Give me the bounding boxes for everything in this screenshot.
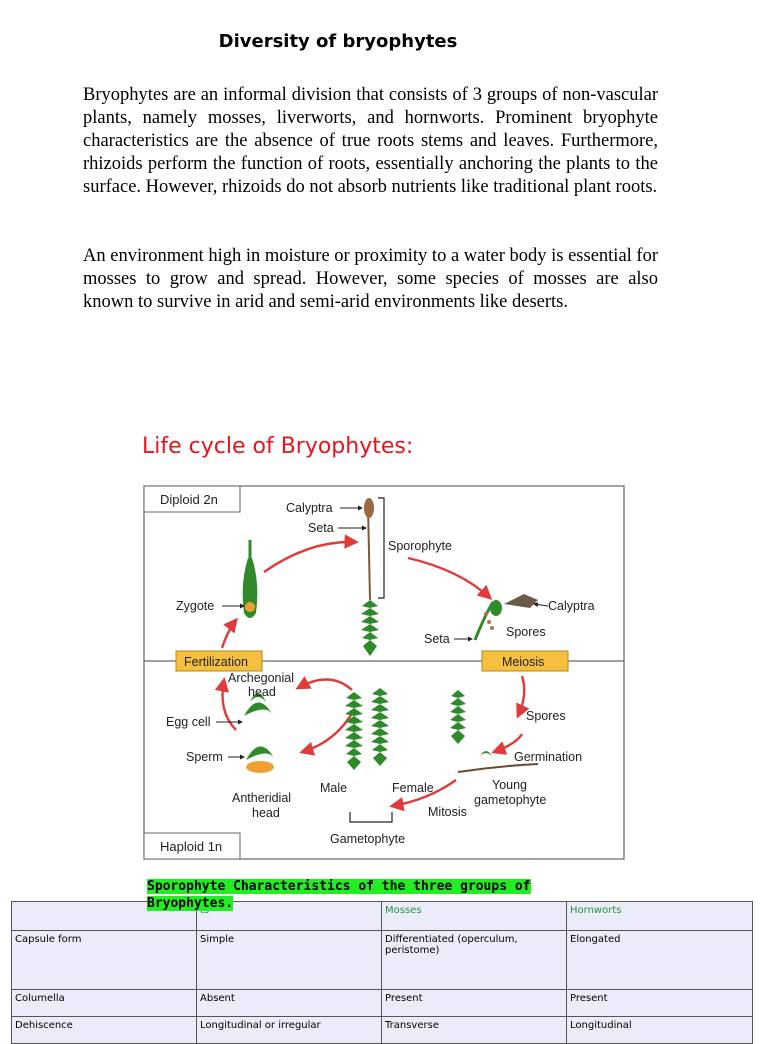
egg-cell-label: Egg cell (166, 715, 210, 729)
seta-right-label: Seta (424, 632, 450, 646)
table-row: Columella Absent Present Present (12, 990, 753, 1017)
table-row: Dehiscence Longitudinal or irregular Tra… (12, 1017, 753, 1044)
female-label: Female (392, 781, 434, 795)
sporophyte-label: Sporophyte (388, 539, 452, 553)
antheridial-label-2: head (252, 806, 280, 820)
sperm-label: Sperm (186, 750, 223, 764)
young-label-2: gametophyte (474, 793, 546, 807)
table-cell: Present (567, 990, 753, 1017)
document-title: Diversity of bryophytes (0, 31, 676, 52)
antheridial-detail (246, 761, 274, 773)
spores-top-label: Spores (506, 625, 546, 639)
life-cycle-diagram: Diploid 2n Haploid 1n Fertilization Meio… (140, 480, 630, 865)
sporophyte-heading: Sporophyte Characteristics of the three … (147, 878, 554, 912)
table-cell: Present (382, 990, 567, 1017)
calyptra-top-label: Calyptra (286, 501, 333, 515)
spores-mid-label: Spores (526, 709, 566, 723)
haploid-label: Haploid 1n (160, 839, 222, 854)
table-row: Capsule form Simple Differentiated (oper… (12, 931, 753, 990)
table-cell: Dehiscence (12, 1017, 197, 1044)
table-cell: Columella (12, 990, 197, 1017)
fertilization-label: Fertilization (184, 655, 248, 669)
archegonial-label-2: head (248, 685, 276, 699)
life-cycle-heading: Life cycle of Bryophytes: (142, 434, 413, 459)
table-cell: Elongated (567, 931, 753, 990)
male-label: Male (320, 781, 347, 795)
table-cell: Longitudinal (567, 1017, 753, 1044)
table-cell: Absent (197, 990, 382, 1017)
young-label-1: Young (492, 778, 527, 792)
seta-top-label: Seta (308, 521, 334, 535)
table-cell: Longitudinal or irregular (197, 1017, 382, 1044)
diploid-label: Diploid 2n (160, 492, 218, 507)
habitat-paragraph: An environment high in moisture or proxi… (83, 245, 658, 314)
table-header-cell: Hornworts (567, 902, 753, 931)
intro-paragraph: Bryophytes are an informal division that… (83, 84, 658, 199)
zygote-label: Zygote (176, 599, 214, 613)
mitosis-label: Mitosis (428, 805, 467, 819)
table-cell: Differentiated (operculum, peristome) (382, 931, 567, 990)
antheridial-label-1: Antheridial (232, 791, 291, 805)
gametophyte-label: Gametophyte (330, 832, 405, 846)
germination-label: Germination (514, 750, 582, 764)
sporophyte-table: ts Mosses Hornworts Capsule form Simple … (11, 901, 753, 1044)
table-cell: Simple (197, 931, 382, 990)
table-cell: Transverse (382, 1017, 567, 1044)
archegonial-label-1: Archegonial (228, 671, 294, 685)
meiosis-label: Meiosis (502, 655, 544, 669)
calyptra-right-label: Calyptra (548, 599, 595, 613)
table-cell: Capsule form (12, 931, 197, 990)
